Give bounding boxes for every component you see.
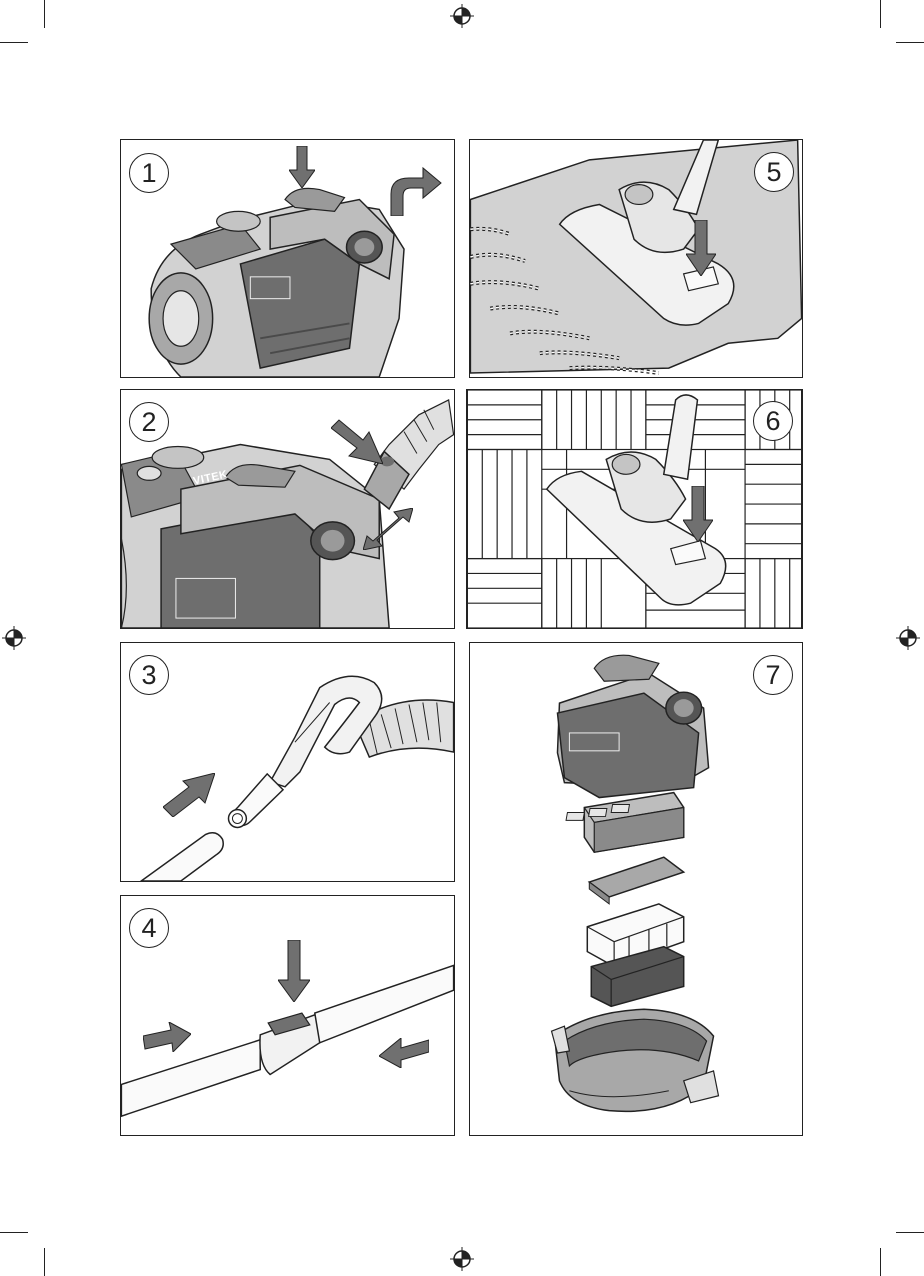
registration-mark-icon (2, 626, 26, 650)
crop-mark-icon (896, 42, 924, 43)
crop-mark-icon (880, 1248, 881, 1276)
step-number: 1 (129, 153, 169, 193)
crop-mark-icon (44, 1248, 45, 1276)
registration-mark-icon (450, 1247, 474, 1271)
panel-5: 5 (469, 139, 803, 378)
crop-mark-icon (0, 1232, 28, 1233)
crop-mark-icon (880, 0, 881, 28)
registration-mark-icon (450, 4, 474, 28)
crop-mark-icon (44, 0, 45, 28)
down-arrow-icon (278, 940, 310, 1002)
double-arrow-icon (363, 508, 413, 550)
down-arrow-icon (289, 146, 315, 188)
telescopic-tube-illustration (121, 896, 454, 1135)
filter-assembly-illustration (470, 643, 802, 1135)
panel-2: VITEK 2 (120, 389, 455, 629)
panel-7: 7 (469, 642, 803, 1136)
registration-mark-icon (896, 626, 920, 650)
curved-arrow-icon (387, 166, 443, 216)
crop-mark-icon (896, 1232, 924, 1233)
step-number: 6 (753, 401, 793, 441)
left-arrow-icon (379, 1038, 429, 1068)
panel-6: 6 (466, 389, 803, 629)
crop-mark-icon (0, 42, 28, 43)
step-number: 3 (129, 655, 169, 695)
step-number: 7 (753, 655, 793, 695)
panel-3: 3 (120, 642, 455, 882)
parquet-brush-illustration (467, 390, 802, 628)
down-arrow-icon (686, 220, 716, 276)
carpet-brush-illustration (470, 140, 802, 377)
right-arrow-icon (143, 1022, 191, 1052)
panel-1: 1 (120, 139, 455, 378)
step-number: 2 (129, 402, 169, 442)
down-arrow-icon (683, 486, 713, 542)
step-number: 4 (129, 908, 169, 948)
diagonal-arrow-icon (331, 418, 383, 464)
step-number: 5 (754, 152, 794, 192)
panel-4: 4 (120, 895, 455, 1136)
handle-tube-illustration (121, 643, 454, 881)
diagonal-arrow-icon (163, 773, 215, 817)
